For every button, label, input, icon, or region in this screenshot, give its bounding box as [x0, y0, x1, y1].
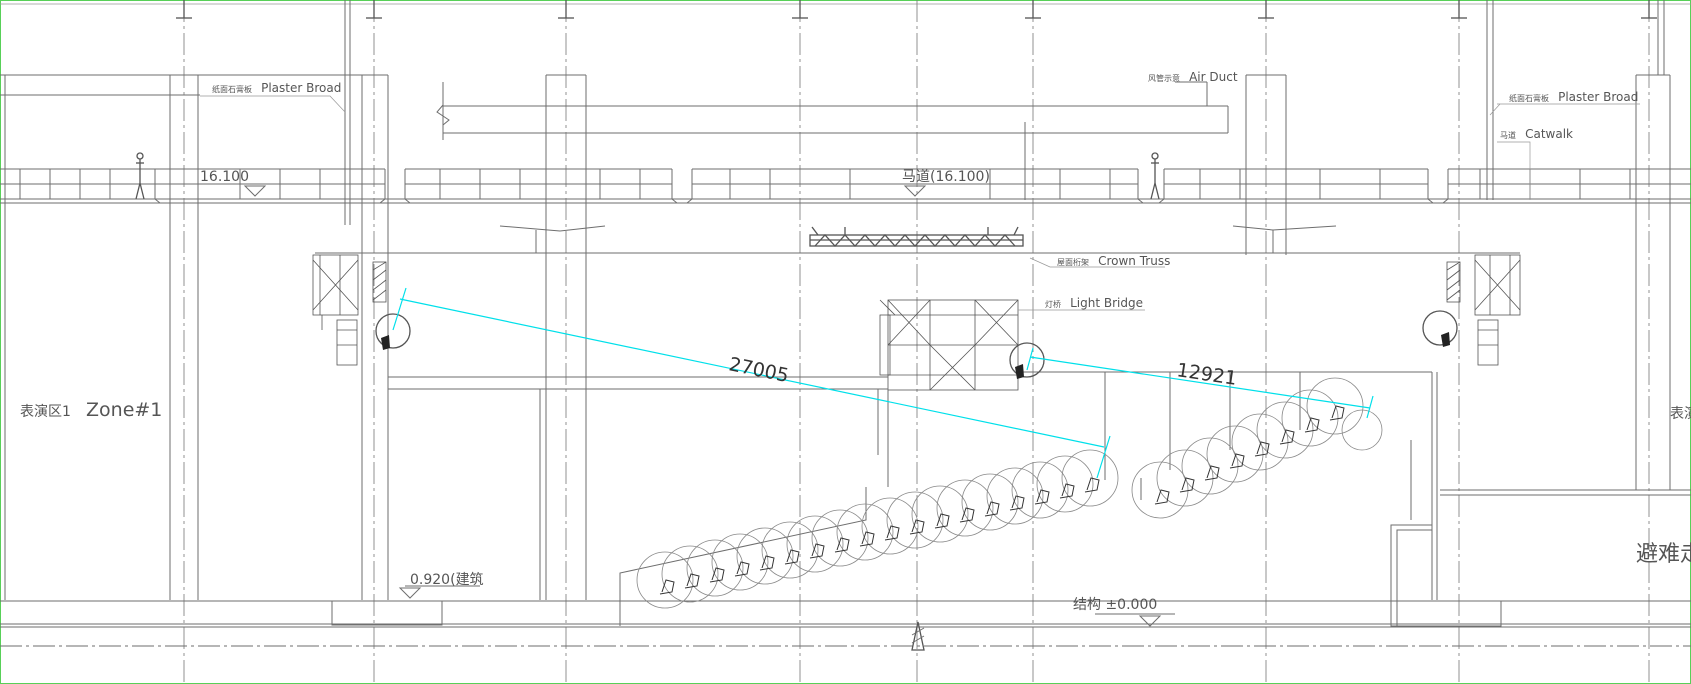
dimension-label-right: 12921: [1175, 359, 1238, 390]
callout-leaders: [200, 95, 1640, 311]
evacuation-label: 避难走: [1636, 542, 1691, 567]
callout-plaster-right: 纸面石膏板 Plaster Broad: [1509, 86, 1638, 105]
level-label-structure: 结构 ±0.000: [1073, 597, 1157, 613]
level-marker-structure: 结构 ±0.000: [1073, 597, 1175, 627]
catwalk: [0, 168, 1691, 204]
light-bridge: [879, 299, 1019, 391]
callout-catwalk: 马道 Catwalk: [1500, 123, 1573, 142]
stage-structure: [388, 371, 1691, 600]
level-label-catwalk-left: 16.100: [200, 169, 249, 185]
ceiling-panels: [315, 225, 1520, 254]
level-prefix-catwalk-mid: 马道: [902, 169, 930, 185]
spotlight-left: [375, 313, 411, 350]
sightline-left: [392, 287, 1111, 479]
sightline-right: [1026, 347, 1374, 419]
level-marker-catwalk-mid: 马道 (16.100): [900, 169, 990, 197]
side-truss-left: [312, 254, 387, 366]
human-figure-right: [1150, 152, 1160, 200]
spotlight-center: [1009, 342, 1045, 379]
zone-label-left: 表演区1 Zone#1: [20, 399, 162, 421]
level-marker-floor-left: 0.920(建筑: [398, 572, 484, 599]
side-truss-right: [1446, 254, 1521, 366]
dimension-label-left: 27005: [727, 353, 791, 387]
level-label-catwalk-mid: (16.100): [930, 169, 990, 185]
upper-seating: [1131, 377, 1383, 519]
column-axes: [183, 0, 1650, 684]
callout-light-bridge: 灯桥 Light Bridge: [1045, 292, 1143, 311]
zone-label-right: 表演: [1670, 406, 1691, 422]
air-duct: [436, 81, 1229, 200]
exit-walls: [619, 372, 1502, 627]
callout-crown-truss: 屋面桁架 Crown Truss: [1057, 250, 1170, 269]
spotlight-right: [1422, 310, 1458, 347]
crown-truss: [809, 226, 1024, 247]
top-axis-markers: [176, 0, 1657, 19]
callout-air-duct: 风管示意 Air Duct: [1148, 66, 1238, 85]
level-marker-catwalk-left: 16.100: [200, 169, 270, 197]
callout-plaster-left: 纸面石膏板 Plaster Broad: [212, 77, 341, 96]
lower-seating: [636, 449, 1119, 609]
level-label-floor-left: 0.920(建筑: [410, 572, 484, 588]
human-figure-left: [135, 152, 145, 200]
floor: [0, 600, 1691, 651]
